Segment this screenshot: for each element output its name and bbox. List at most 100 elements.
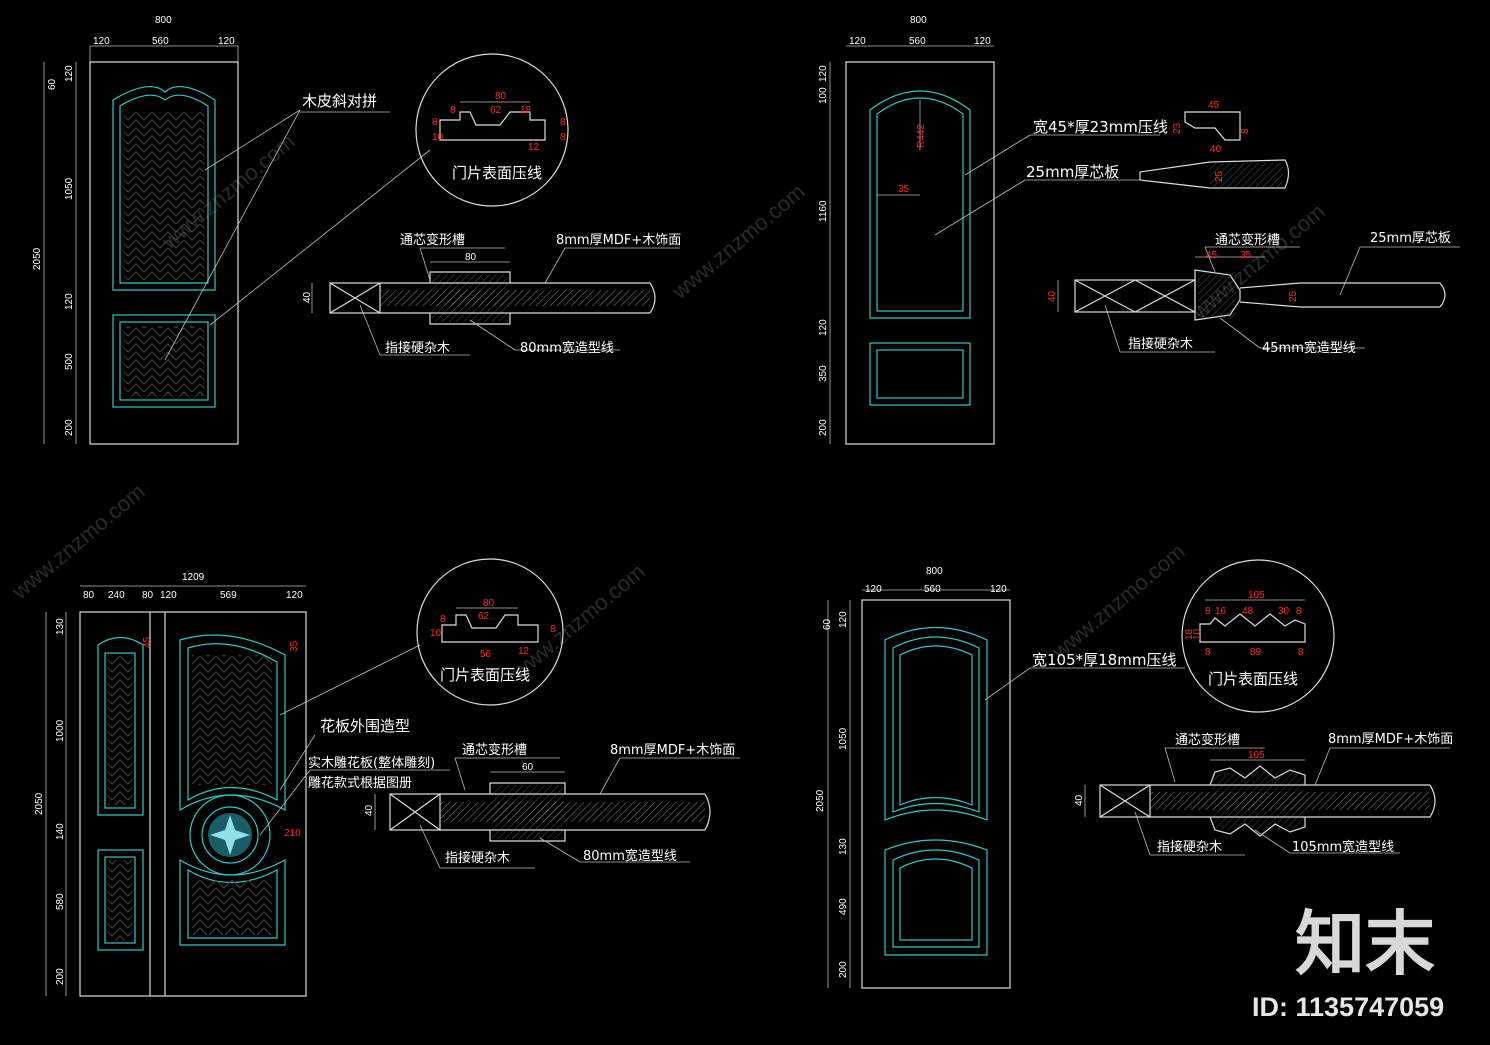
dim-label: 10 — [1192, 628, 1203, 640]
dim-label: 2050 — [32, 247, 43, 270]
section-label: 指接硬杂木 — [445, 850, 510, 866]
dim-label: 25 — [1214, 170, 1225, 182]
dim-label: 105 — [1248, 750, 1265, 761]
door-2-elevation — [829, 45, 995, 445]
dim-label: 45 — [142, 636, 153, 648]
dim-label: 140 — [55, 823, 66, 840]
dim-label: 40 — [1074, 794, 1085, 806]
label-carve: 雕花款式根据图册 — [308, 775, 412, 791]
dim-label: 80 — [83, 590, 95, 601]
watermark-text: www.znzmo.com — [1046, 539, 1189, 665]
door-2-section — [1057, 246, 1460, 353]
section-label: 指接硬杂木 — [385, 340, 450, 356]
dim-label: 200 — [64, 419, 75, 436]
dim-label: 240 — [108, 590, 125, 601]
dim-label: 1050 — [64, 177, 75, 200]
detail-caption: 门片表面压线 — [440, 666, 530, 684]
dim-label: 1209 — [182, 572, 205, 583]
dim-label: 40 — [302, 291, 313, 303]
dim-label: 8 — [1205, 647, 1211, 658]
door-4-detail-circle — [1181, 559, 1335, 713]
dim-label: 8 — [560, 117, 566, 128]
section-label: 8mm厚MDF+木饰面 — [556, 233, 681, 248]
label-frame: 花板外围造型 — [320, 717, 410, 735]
section-label: 8mm厚MDF+木饰面 — [610, 743, 735, 758]
dim-label: 120 — [64, 293, 75, 310]
door-4-leaders — [984, 667, 1185, 701]
dim-label: 120 — [974, 36, 991, 47]
dim-label: 8 — [550, 624, 556, 635]
dim-label: 23 — [1172, 122, 1183, 134]
door-1-leaders — [164, 109, 431, 361]
dim-label: 10 — [432, 132, 444, 143]
dim-label: 210 — [284, 828, 301, 839]
dim-label: 40 — [1210, 144, 1222, 155]
dim-label: 18 — [520, 105, 532, 116]
dim-label: 30 — [1278, 606, 1290, 617]
dim-label: 16 — [1215, 606, 1227, 617]
watermark-text: www.znzmo.com — [6, 479, 149, 605]
dim-label: 62 — [490, 105, 502, 116]
dim-label: 580 — [55, 893, 66, 910]
dim-label: 80 — [142, 590, 154, 601]
section-label: 8mm厚MDF+木饰面 — [1328, 732, 1453, 747]
dim-label: 350 — [818, 365, 829, 382]
door-3-leaders — [259, 644, 450, 836]
dim-label: 60 — [522, 762, 534, 773]
dim-label: 2050 — [815, 789, 826, 812]
radius-label: R442 — [916, 124, 927, 148]
watermark-text: www.znzmo.com — [666, 179, 809, 305]
detail-caption: 门片表面压线 — [1208, 670, 1298, 688]
door-4-elevation — [827, 589, 1011, 989]
section-label: 25mm厚芯板 — [1370, 231, 1451, 246]
dim-label: 569 — [220, 590, 237, 601]
dim-label: 89 — [1250, 647, 1262, 658]
dim-label: 200 — [55, 968, 66, 985]
dim-label: 8 — [1240, 128, 1251, 134]
dim-label: 10 — [430, 628, 442, 639]
section-label: 105mm宽造型线 — [1292, 839, 1394, 855]
label-molding: 宽105*厚18mm压线 — [1032, 651, 1176, 669]
section-label: 通芯变形槽 — [400, 232, 465, 248]
dim-label: 130 — [55, 618, 66, 635]
dim-label: 560 — [909, 36, 926, 47]
dim-label: 560 — [152, 36, 169, 47]
dim-label: 56 — [480, 649, 492, 660]
dim-label: 560 — [924, 584, 941, 595]
dim-label: 8 — [450, 105, 456, 116]
dim-label: 80 — [483, 598, 495, 609]
section-label: 通芯变形槽 — [1215, 232, 1280, 248]
door-3-detail-circle — [416, 558, 564, 706]
door-3-elevation — [45, 585, 307, 997]
label-carve: 实木雕花板(整体雕刻) — [308, 755, 435, 771]
label-veneer: 木皮斜对拼 — [302, 92, 377, 110]
dim-label: 35 — [289, 640, 300, 652]
dim-label: 120 — [218, 36, 235, 47]
section-label: 指接硬杂木 — [1128, 336, 1193, 352]
section-label: 通芯变形槽 — [1175, 732, 1240, 748]
dim-label: 8 — [1205, 606, 1211, 617]
dim-label: 120 — [849, 36, 866, 47]
dim-label: 8 — [440, 614, 446, 625]
dim-label: 120 — [64, 65, 75, 82]
dim-label: 500 — [64, 353, 75, 370]
dim-label: 8 — [1296, 606, 1302, 617]
dim-label: 40 — [1047, 290, 1058, 302]
dim-label: 120 — [838, 611, 849, 628]
dim-label: 18 — [1184, 628, 1195, 640]
dim-label: 130 — [838, 838, 849, 855]
dim-label: 200 — [818, 419, 829, 436]
image-id: ID: 1135747059 — [1252, 992, 1444, 1022]
dim-label: 120 — [93, 36, 110, 47]
dim-label: 800 — [910, 15, 927, 26]
dim-label: 800 — [926, 566, 943, 577]
dim-label: 60 — [822, 618, 833, 630]
dim-label: 490 — [838, 898, 849, 915]
door-1-elevation — [43, 45, 239, 445]
door-4-section — [1084, 747, 1450, 856]
dim-label: 120 — [818, 65, 829, 82]
dim-label: 200 — [838, 961, 849, 978]
dim-label: 2050 — [34, 792, 45, 815]
dim-label: 35 — [1240, 250, 1252, 261]
